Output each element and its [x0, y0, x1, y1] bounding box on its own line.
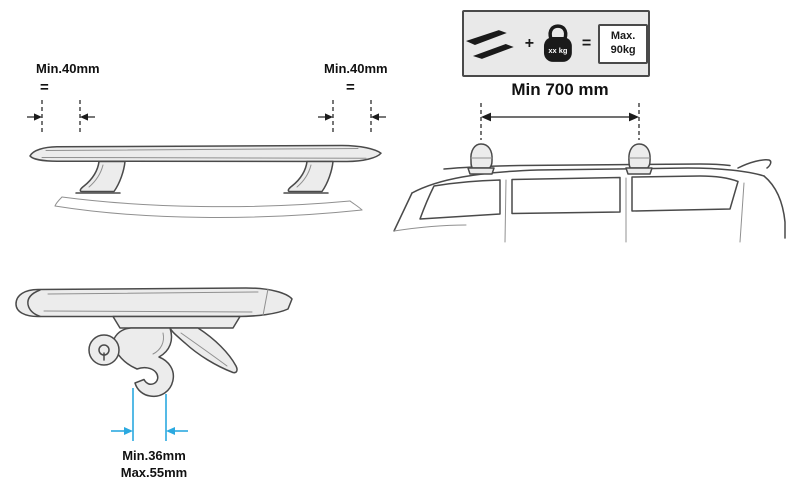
a-pillar: [393, 192, 413, 232]
car-roof-side-view: [393, 103, 786, 243]
max-load-line1: Max.: [610, 29, 636, 42]
load-spec-box: + xx kg = Max. 90kg: [462, 10, 650, 77]
crossbar: [29, 144, 382, 163]
roof-contour-line: [61, 196, 351, 208]
max-load-box: Max. 90kg: [598, 23, 648, 64]
right-foot: [283, 160, 334, 194]
right-equals-sign: =: [346, 79, 355, 96]
roof-outline: [411, 167, 765, 194]
bar-spread-label: Min 700 mm: [511, 80, 609, 99]
front-window: [419, 179, 501, 220]
clamp-top-plate: [112, 315, 241, 329]
rear-window: [631, 175, 739, 212]
left-overhang-label: Min.40mm: [36, 61, 100, 76]
roof-foot-front: [467, 143, 495, 175]
plus-sign: +: [524, 34, 535, 52]
left-foot: [75, 160, 126, 194]
bar-end-cap: [27, 289, 41, 318]
crossbar-side-view: [27, 100, 386, 218]
weight-label: xx kg: [548, 45, 568, 54]
weight-icon: xx kg: [544, 23, 572, 62]
clamp-hook: [112, 327, 175, 398]
lock-cylinder: [88, 334, 120, 366]
roof-bars-icon: [465, 29, 514, 59]
left-equals-sign: =: [40, 79, 49, 96]
right-overhang-label: Min.40mm: [324, 61, 388, 76]
middle-window: [511, 176, 621, 215]
jaw-range-dimension: [111, 388, 188, 441]
roof-rail: [443, 163, 731, 170]
closeup-min-label: Min.36mm: [122, 448, 186, 463]
rear-spoiler: [737, 159, 772, 169]
equals-sign: =: [581, 34, 592, 52]
closeup-max-label: Max.55mm: [120, 465, 188, 480]
clamp-closeup: [15, 287, 293, 441]
left-overhang-dimension: [27, 100, 95, 135]
bar-spread-dimension: [480, 103, 640, 140]
max-load-line2: 90kg: [610, 43, 636, 56]
roof-contour-line: [54, 205, 363, 218]
roof-foot-rear: [625, 143, 653, 175]
right-overhang-dimension: [318, 100, 386, 135]
closeup-bar: [15, 287, 293, 318]
